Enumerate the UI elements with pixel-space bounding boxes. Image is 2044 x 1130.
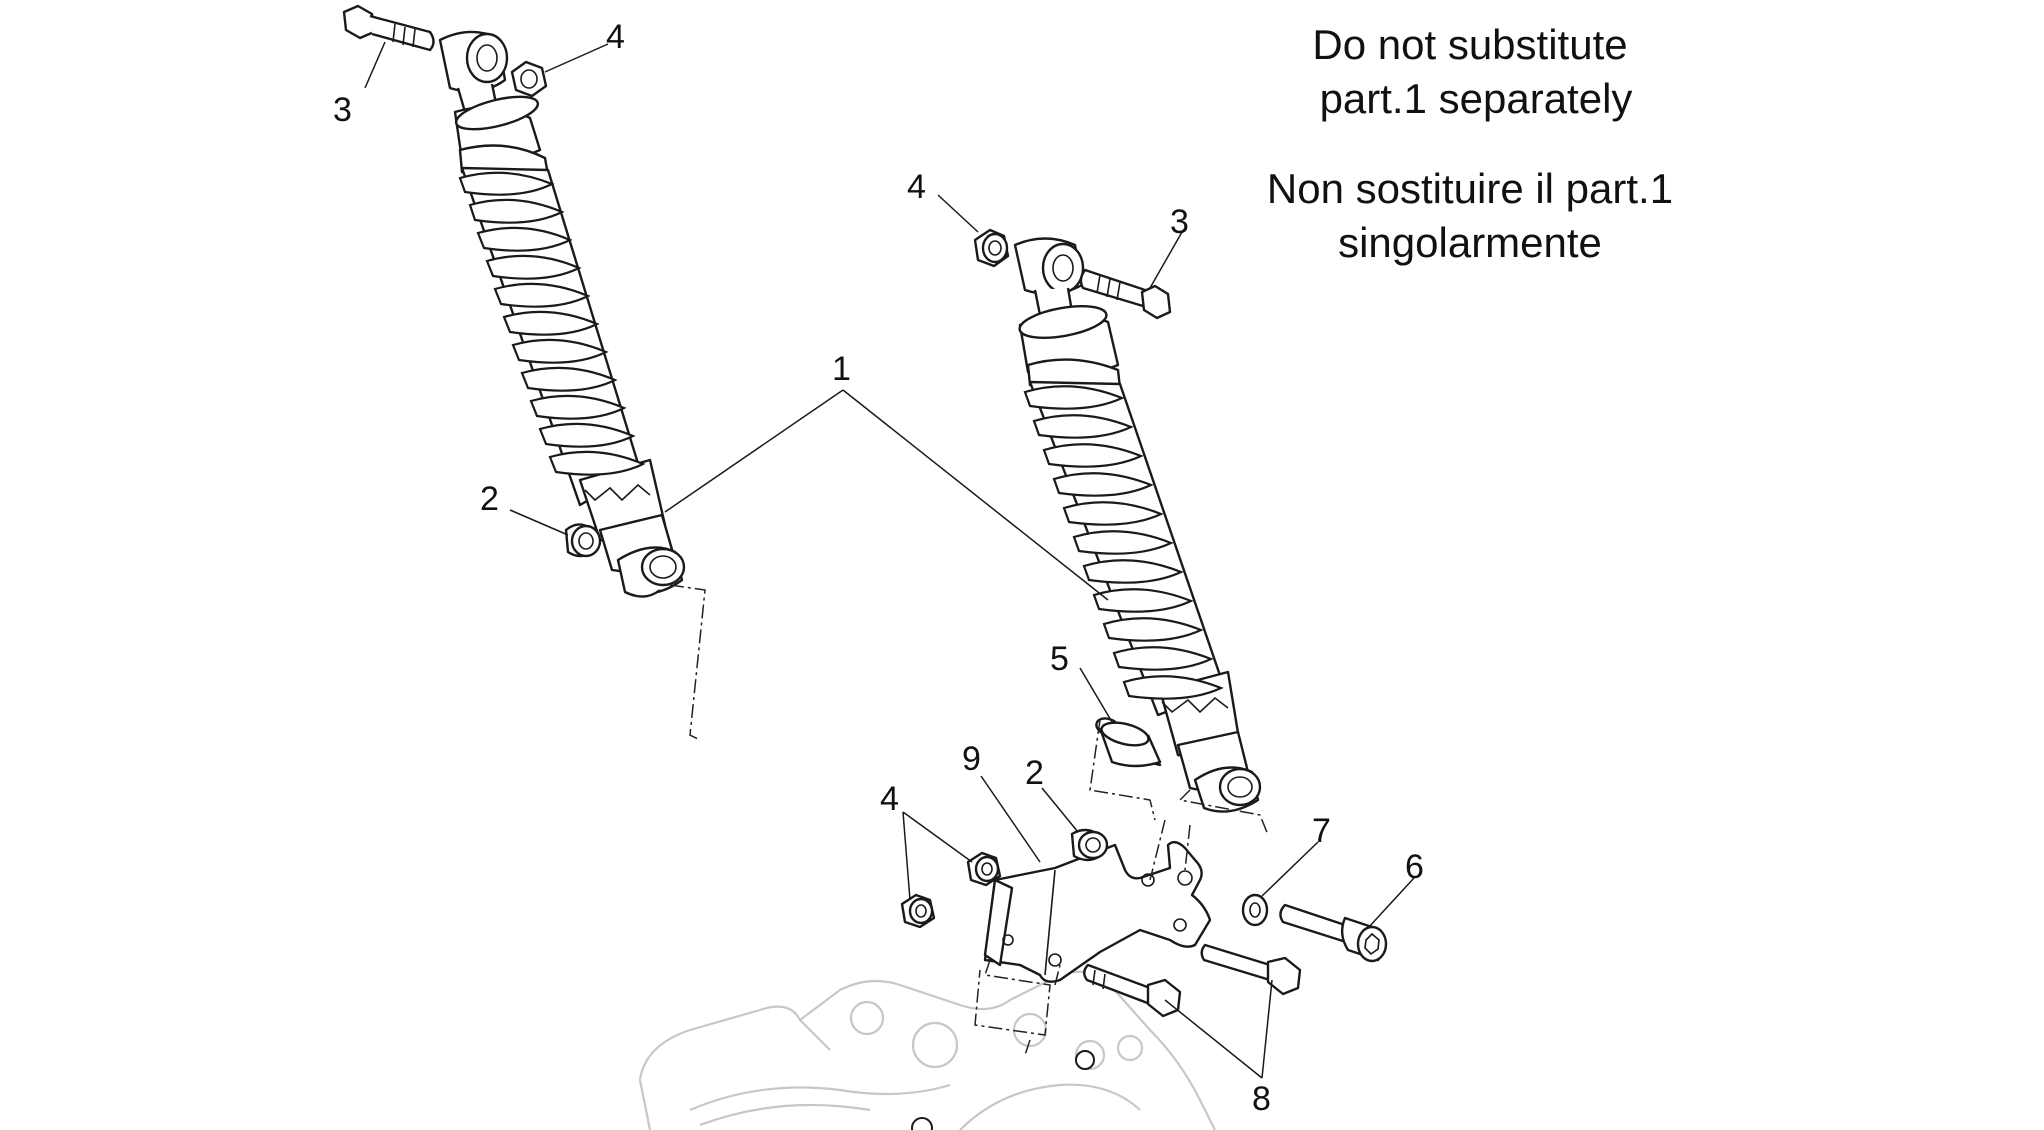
callout-left-bushing: 2 [480,480,499,518]
bracket [983,840,1212,983]
callout-left-nut: 4 [606,18,625,56]
washer [1241,893,1269,927]
right-bolt [1079,268,1172,320]
socket-screw [1279,903,1388,963]
alignment-lines [669,584,1269,1056]
spacer [1095,717,1162,768]
right-shock-absorber [1013,237,1262,813]
callout-bracket-bushing: 2 [1025,754,1044,792]
bracket-nut-upper [966,851,1002,887]
callout-shock-absorber: 1 [832,350,851,388]
right-coil-rings [1023,385,1224,700]
leader-lines [364,41,1415,1079]
callout-right-nut: 4 [907,168,926,206]
note-italian: Non sostituire il part.1 singolarmente [1240,162,1700,270]
note-english-line-1: Do not substitute [1312,21,1628,68]
callout-right-bolt: 3 [1170,203,1189,241]
callout-labels: 3 4 1 2 4 3 5 9 2 4 7 6 8 [333,18,1424,1118]
callout-bracket-nuts: 4 [880,780,899,818]
bracket-nut-lower [900,893,936,929]
callout-bracket: 9 [962,740,981,778]
callout-spacer: 5 [1050,640,1069,678]
callout-flange-screws: 8 [1252,1080,1271,1118]
bracket-bushing [1070,828,1109,862]
flange-screw-upper [1200,943,1302,996]
note-english-line-2: part.1 separately [1319,75,1633,122]
callout-left-bolt: 3 [333,91,352,129]
callout-socket-screw: 6 [1405,848,1424,886]
left-bolt [342,4,435,52]
note-italian-line-1: Non sostituire il part.1 [1266,165,1674,212]
left-bushing [564,523,602,558]
right-nut [973,228,1010,268]
note-english: Do not substitute part.1 separately [1250,18,1690,126]
left-shock-absorber [438,30,686,598]
left-coil-rings [458,171,646,476]
note-italian-line-2: singolarmente [1338,219,1602,266]
callout-washer: 7 [1312,812,1331,850]
left-nut [510,60,548,98]
